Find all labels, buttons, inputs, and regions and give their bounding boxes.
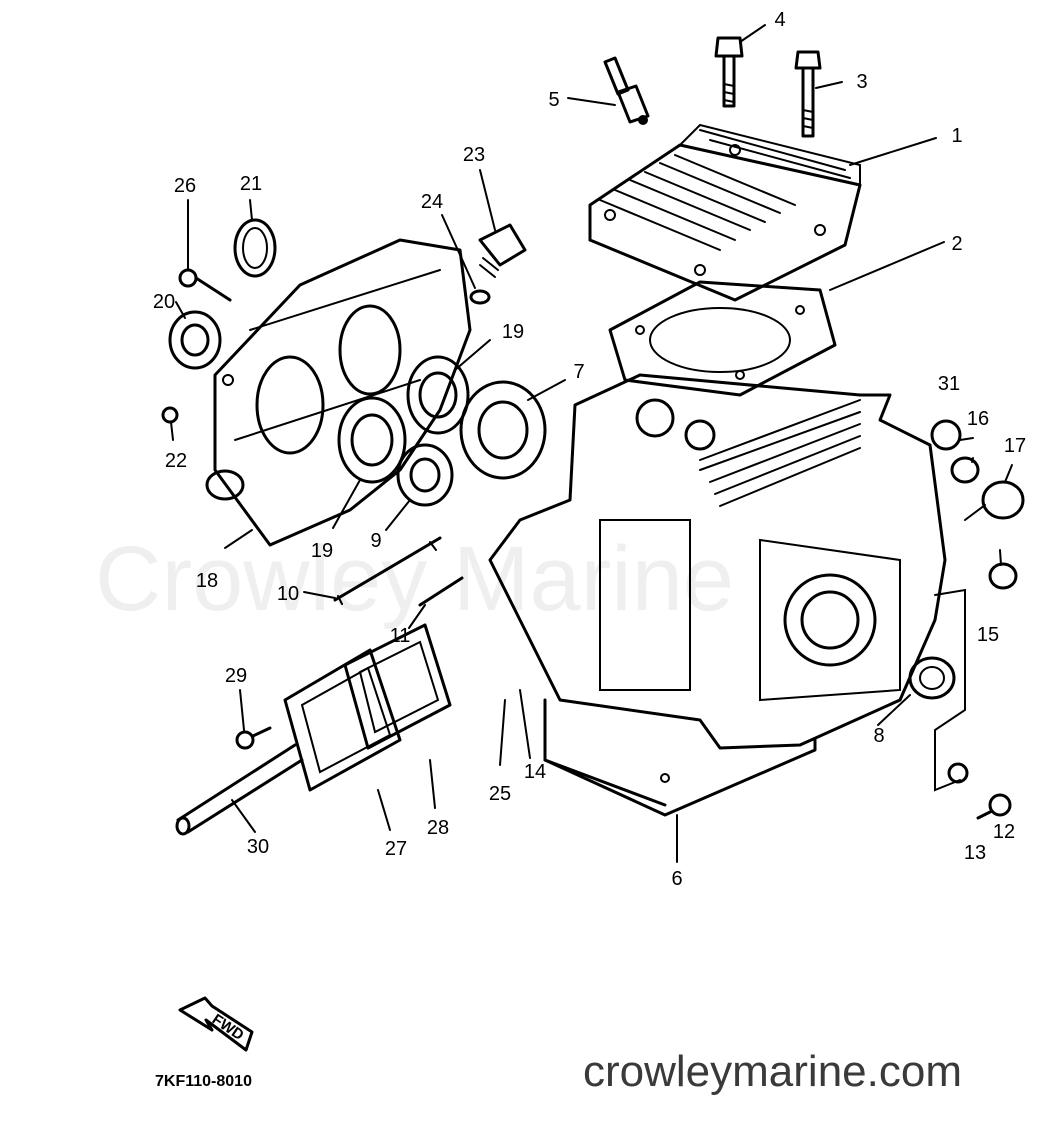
callout-16: 16 bbox=[967, 408, 989, 430]
bearing-large bbox=[459, 380, 547, 480]
breather-pipe bbox=[175, 743, 304, 836]
callout-20: 20 bbox=[153, 291, 175, 313]
callout-19-lower: 19 bbox=[311, 540, 333, 562]
callout-15: 15 bbox=[977, 624, 999, 646]
drain-plug bbox=[976, 793, 1012, 820]
callout-23: 23 bbox=[463, 144, 485, 166]
callout-28: 28 bbox=[427, 817, 449, 839]
callout-30: 30 bbox=[247, 836, 269, 858]
cylinder-head bbox=[588, 123, 862, 302]
head-gasket bbox=[608, 280, 837, 397]
bearing-small bbox=[396, 443, 454, 507]
o-ring bbox=[469, 289, 491, 305]
callout-5: 5 bbox=[548, 89, 559, 111]
breather-cover bbox=[283, 648, 402, 792]
head-bolt-long bbox=[794, 50, 822, 138]
bearing-upper bbox=[406, 355, 470, 435]
callout-22: 22 bbox=[165, 450, 187, 472]
callout-10: 10 bbox=[277, 583, 299, 605]
plain-washer bbox=[161, 406, 179, 424]
callout-13: 13 bbox=[964, 842, 986, 864]
side-cap bbox=[964, 480, 1025, 521]
spark-plug bbox=[603, 56, 650, 125]
crankcase-cover bbox=[205, 238, 472, 547]
stud-bolt-long bbox=[333, 536, 442, 605]
callout-18: 18 bbox=[196, 570, 218, 592]
callout-26: 26 bbox=[174, 175, 196, 197]
callout-14: 14 bbox=[524, 761, 546, 783]
oil-level-sensor bbox=[478, 223, 527, 278]
callout-2: 2 bbox=[951, 233, 962, 255]
crankcase-block bbox=[488, 373, 947, 817]
breather-gasket bbox=[343, 623, 452, 750]
callout-4: 4 bbox=[774, 9, 785, 31]
side-bushing bbox=[930, 419, 962, 451]
side-nut bbox=[988, 562, 1018, 590]
callout-31: 31 bbox=[938, 373, 960, 395]
leader-lines bbox=[170, 24, 1013, 863]
callout-11: 11 bbox=[390, 625, 411, 647]
diagram-code: 7KF110-8010 bbox=[155, 1073, 252, 1090]
callout-21: 21 bbox=[240, 173, 262, 195]
breather-bolt bbox=[235, 726, 272, 750]
callout-6: 6 bbox=[671, 868, 682, 890]
callout-27: 27 bbox=[385, 838, 407, 860]
watermark: Crowley Marine bbox=[95, 528, 734, 630]
callout-7: 7 bbox=[573, 361, 584, 383]
side-oil-seal bbox=[908, 656, 956, 700]
callout-8: 8 bbox=[873, 725, 884, 747]
side-collar bbox=[950, 456, 980, 484]
callout-29: 29 bbox=[225, 665, 247, 687]
callout-3: 3 bbox=[856, 71, 867, 93]
callout-1: 1 bbox=[951, 125, 962, 147]
callout-25: 25 bbox=[489, 783, 511, 805]
callout-24: 24 bbox=[421, 191, 443, 213]
oil-seal bbox=[168, 310, 222, 370]
callout-17: 17 bbox=[1004, 435, 1026, 457]
fwd-arrow-icon: FWD bbox=[178, 996, 254, 1052]
bearing-lower bbox=[337, 396, 407, 484]
callout-labels: 1 2 3 4 5 6 7 8 9 10 11 12 13 14 15 16 1… bbox=[153, 9, 1026, 890]
callout-9: 9 bbox=[370, 530, 381, 552]
callout-12: 12 bbox=[993, 821, 1015, 843]
stud-bolt-short bbox=[418, 576, 464, 607]
callout-19-upper: 19 bbox=[502, 321, 524, 343]
website-url: crowleymarine.com bbox=[583, 1047, 962, 1096]
cover-bolt bbox=[178, 268, 232, 302]
retaining-ring bbox=[233, 218, 277, 278]
head-bolt-short bbox=[714, 36, 744, 108]
drain-gasket bbox=[947, 762, 969, 784]
